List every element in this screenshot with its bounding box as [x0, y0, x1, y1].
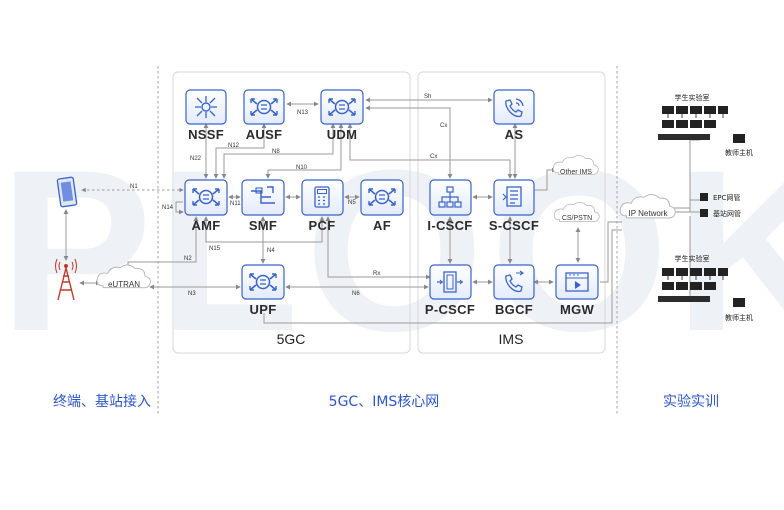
- cloud-eutran-label: eUTRAN: [108, 280, 140, 289]
- node-af[interactable]: AF: [360, 179, 404, 233]
- switch-icon: [251, 186, 275, 204]
- section-5gc-title: 5GC: [277, 331, 306, 347]
- node-as[interactable]: AS: [493, 89, 535, 142]
- gateway-door-icon: [437, 271, 463, 293]
- cloud-ip-network: IP Network: [619, 194, 676, 219]
- server-icon: [700, 193, 708, 201]
- node-as-label: AS: [505, 127, 524, 142]
- if-n22: N22: [190, 156, 202, 162]
- section-5gc-box: [172, 71, 411, 354]
- node-pcscf-label: P-CSCF: [425, 302, 475, 317]
- node-ausf[interactable]: AUSF: [243, 89, 285, 142]
- lab-teacher-2-label: 教师主机: [725, 313, 753, 322]
- interface-labels: N22 N12 N8 N10 N13 Sh Cx Cx N11 N5 N15 N…: [130, 94, 447, 297]
- media-gateway-icon: [565, 272, 589, 292]
- node-bgcf-label: BGCF: [495, 302, 533, 317]
- epc-mgmt: EPC网管: [700, 193, 741, 202]
- switch-device-icon: [658, 296, 710, 302]
- epc-mgmt-label: EPC网管: [713, 193, 741, 202]
- if-rx: Rx: [373, 271, 380, 277]
- node-amf-label: AMF: [191, 218, 220, 233]
- if-cx-2: Cx: [430, 154, 437, 160]
- cloud-cs-pstn: CS/PSTN: [553, 201, 600, 222]
- cloud-cs-pstn-label: CS/PSTN: [562, 215, 592, 222]
- cloud-other-ims-label: Other IMS: [560, 169, 592, 176]
- bottom-title-core: 5GC、IMS核心网: [329, 394, 440, 410]
- signal-icon: [55, 258, 77, 274]
- base-station-tower: [55, 258, 77, 301]
- bs-mgmt: 基站网管: [700, 209, 741, 218]
- node-af-label: AF: [373, 218, 391, 233]
- switch-device-icon: [658, 134, 710, 140]
- node-amf[interactable]: AMF: [184, 179, 228, 233]
- section-ims-box: [417, 71, 606, 354]
- phone-transfer-icon: [505, 270, 524, 293]
- if-n13: N13: [297, 110, 309, 116]
- lab-room-2-label: 学生实验室: [675, 254, 710, 263]
- bottom-title-lab: 实验实训: [663, 394, 719, 410]
- node-upf[interactable]: UPF: [241, 264, 285, 317]
- node-mgw[interactable]: MGW: [555, 264, 599, 317]
- if-sh: Sh: [424, 94, 431, 100]
- teacher-monitor-icon: [733, 298, 745, 307]
- node-icscf-label: I-CSCF: [427, 218, 472, 233]
- node-mgw-label: MGW: [560, 302, 595, 317]
- bottom-title-access: 终端、基站接入: [53, 393, 151, 410]
- if-n2: N2: [184, 256, 192, 262]
- if-n11: N11: [230, 201, 241, 207]
- hierarchy-icon: [438, 186, 462, 208]
- bs-mgmt-label: 基站网管: [713, 209, 741, 218]
- node-scscf-label: S-CSCF: [489, 218, 539, 233]
- node-icscf[interactable]: I-CSCF: [427, 179, 472, 233]
- phone-icon: [60, 181, 74, 202]
- node-pcf[interactable]: PCF: [301, 179, 344, 233]
- phone-call-icon: [505, 98, 524, 118]
- node-udm[interactable]: UDM: [320, 89, 364, 142]
- node-udm-label: UDM: [327, 127, 358, 142]
- node-pcscf[interactable]: P-CSCF: [425, 264, 475, 317]
- if-n5: N5: [348, 200, 356, 206]
- network-hub-icon: [195, 96, 217, 118]
- cloud-ip-network-label: IP Network: [629, 209, 669, 218]
- watermark: IPLOOK: [0, 122, 784, 379]
- node-nssf[interactable]: NSSF: [185, 89, 227, 142]
- node-upf-label: UPF: [250, 302, 277, 317]
- node-smf[interactable]: SMF: [241, 179, 285, 233]
- if-n6: N6: [352, 291, 360, 297]
- node-ausf-label: AUSF: [246, 127, 283, 142]
- ue-terminal: [56, 176, 78, 208]
- if-n3: N3: [188, 291, 196, 297]
- lab-room-1: 学生实验室 教师主机: [658, 93, 753, 157]
- if-n4: N4: [267, 248, 275, 254]
- if-n12: N12: [228, 143, 240, 149]
- document-list-icon: [502, 186, 522, 207]
- monitor-row-icon: [662, 268, 728, 290]
- section-ims-title: IMS: [499, 331, 524, 347]
- node-pcf-label: PCF: [309, 218, 336, 233]
- lab-room-2: 学生实验室 教师主机: [658, 254, 753, 322]
- server-icon: [700, 209, 708, 217]
- node-scscf[interactable]: S-CSCF: [489, 179, 539, 233]
- if-cx-1: Cx: [440, 123, 447, 129]
- node-smf-label: SMF: [249, 218, 277, 233]
- node-bgcf[interactable]: BGCF: [493, 264, 535, 317]
- teacher-monitor-icon: [733, 134, 745, 143]
- monitor-row-icon: [662, 106, 728, 128]
- calculator-icon: [314, 186, 330, 208]
- if-n8: N8: [272, 149, 280, 155]
- cloud-eutran: eUTRAN: [96, 264, 151, 289]
- node-nssf-label: NSSF: [188, 127, 224, 142]
- if-n14: N14: [162, 205, 174, 211]
- if-n15: N15: [209, 246, 221, 252]
- lab-teacher-1-label: 教师主机: [725, 148, 753, 157]
- cloud-other-ims: Other IMS: [552, 154, 599, 176]
- if-n10: N10: [296, 165, 308, 171]
- lab-room-1-label: 学生实验室: [675, 93, 710, 102]
- if-n1: N1: [130, 184, 138, 190]
